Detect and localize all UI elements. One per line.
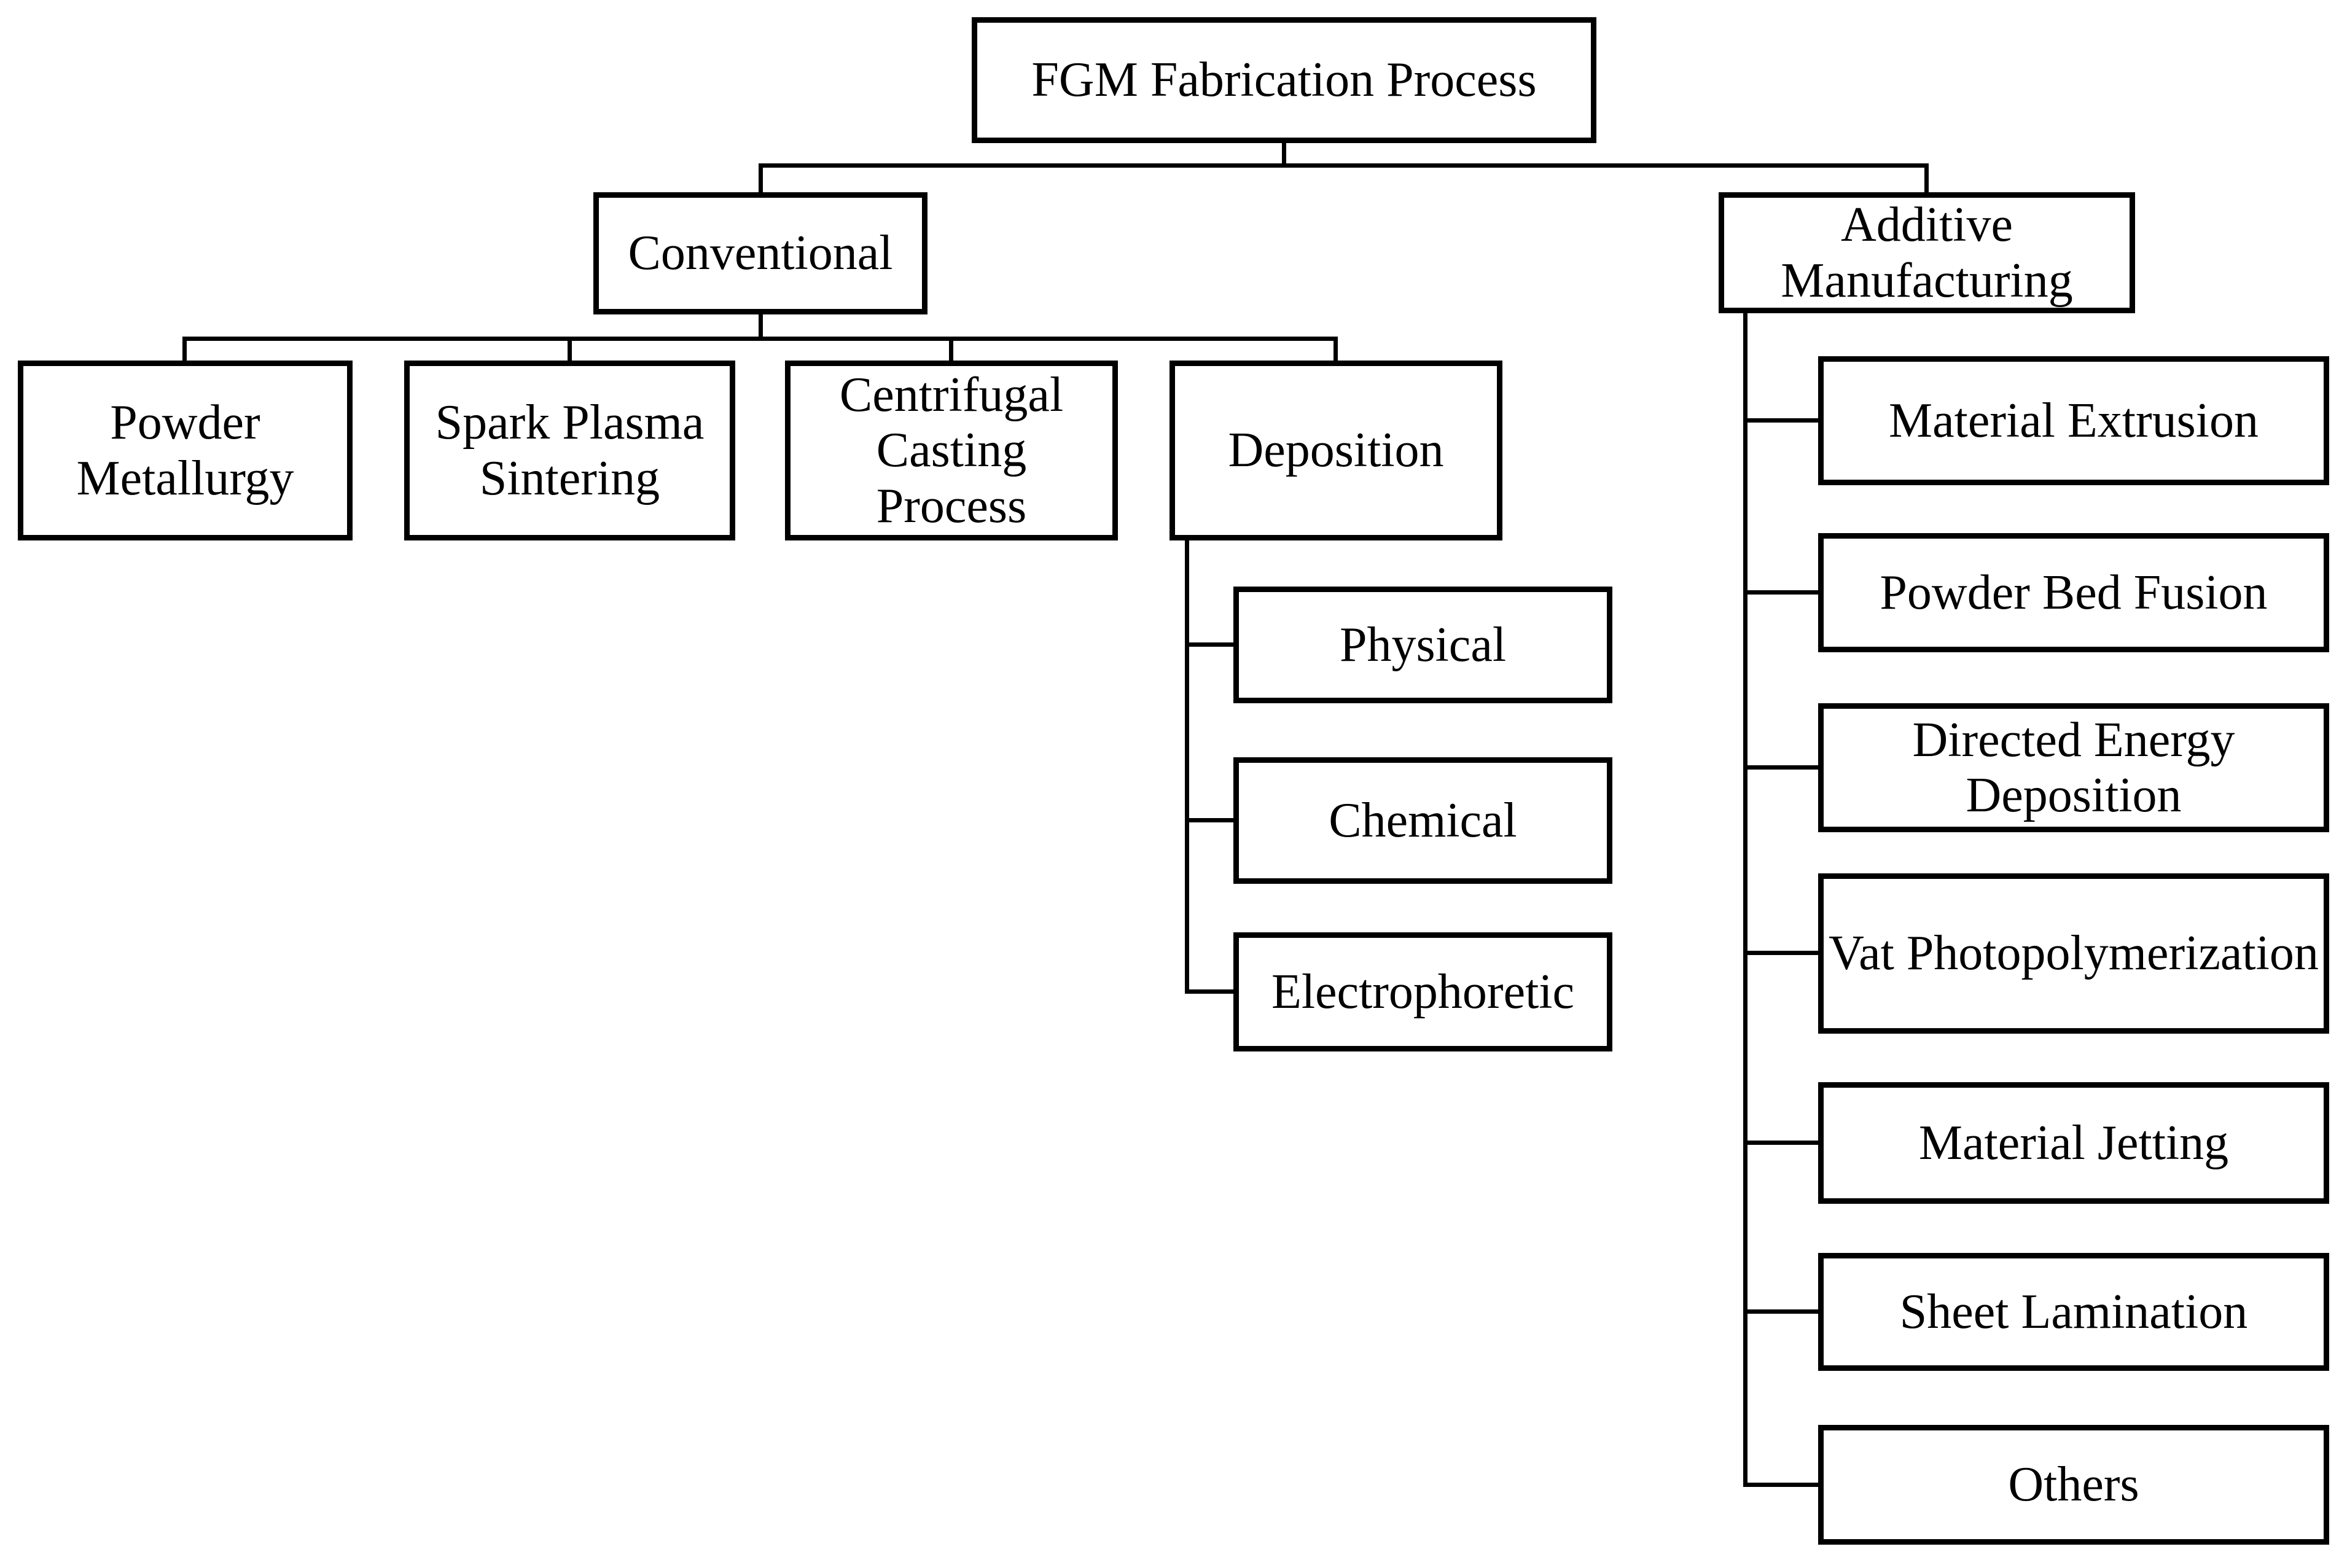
- node-others-label: Others: [2008, 1457, 2139, 1512]
- connector-riser-spark-plasma-sintering: [568, 337, 572, 361]
- node-chemical: Chemical: [1233, 757, 1612, 884]
- node-electrophoretic-label: Electrophoretic: [1271, 964, 1575, 1019]
- node-material-extrusion-label: Material Extrusion: [1888, 393, 2259, 448]
- node-others: Others: [1818, 1425, 2329, 1545]
- connector-stub-material-jetting: [1743, 1141, 1823, 1145]
- node-material-jetting: Material Jetting: [1818, 1082, 2329, 1204]
- node-sheet-lamination: Sheet Lamination: [1818, 1253, 2329, 1371]
- node-powder-metallurgy: Powder Metallurgy: [18, 361, 353, 540]
- node-chemical-label: Chemical: [1329, 793, 1517, 848]
- connector-stub-physical: [1185, 642, 1238, 647]
- connector-root-stem: [1282, 143, 1286, 168]
- node-additive-manufacturing-label: Additive Manufacturing: [1781, 198, 2073, 308]
- node-sheet-lamination-label: Sheet Lamination: [1899, 1284, 2248, 1339]
- connector-conventional-bus: [182, 337, 1338, 341]
- connector-additive-trunk: [1743, 313, 1747, 1487]
- node-vat-photopolymerization-label: Vat Photopolymerization: [1829, 926, 2319, 981]
- node-centrifugal-casting-process-label: Centrifugal Casting Process: [839, 367, 1064, 533]
- node-physical-label: Physical: [1339, 617, 1507, 672]
- connector-stub-chemical: [1185, 818, 1238, 822]
- node-centrifugal-casting-process: Centrifugal Casting Process: [785, 361, 1118, 540]
- node-directed-energy-deposition-label: Directed Energy Deposition: [1912, 712, 2235, 822]
- connector-stub-vat-photopolymerization: [1743, 951, 1823, 955]
- connector-riser-conventional: [759, 163, 763, 192]
- node-material-jetting-label: Material Jetting: [1918, 1115, 2229, 1170]
- node-deposition-label: Deposition: [1228, 423, 1444, 478]
- node-spark-plasma-sintering-label: Spark Plasma Sintering: [435, 396, 705, 505]
- connector-stub-electrophoretic: [1185, 989, 1238, 994]
- node-directed-energy-deposition: Directed Energy Deposition: [1818, 703, 2329, 832]
- connector-riser-centrifugal-casting-process: [949, 337, 953, 361]
- node-powder-bed-fusion-label: Powder Bed Fusion: [1880, 565, 2268, 620]
- connector-level1-bus: [759, 163, 1929, 168]
- node-additive-manufacturing: Additive Manufacturing: [1719, 192, 2135, 313]
- connector-stub-sheet-lamination: [1743, 1309, 1823, 1314]
- connector-stub-directed-energy-deposition: [1743, 765, 1823, 770]
- node-conventional: Conventional: [593, 192, 927, 314]
- node-material-extrusion: Material Extrusion: [1818, 356, 2329, 485]
- connector-riser-deposition: [1334, 337, 1338, 361]
- node-spark-plasma-sintering: Spark Plasma Sintering: [404, 361, 735, 540]
- node-electrophoretic: Electrophoretic: [1233, 932, 1612, 1051]
- connector-stub-powder-bed-fusion: [1743, 590, 1823, 595]
- connector-conventional-stem: [759, 314, 763, 341]
- node-conventional-label: Conventional: [628, 226, 893, 281]
- connector-stub-others: [1743, 1483, 1823, 1487]
- connector-deposition-trunk: [1185, 540, 1189, 994]
- connector-riser-additive-manufacturing: [1924, 163, 1929, 192]
- node-physical: Physical: [1233, 587, 1612, 703]
- node-powder-metallurgy-label: Powder Metallurgy: [76, 396, 294, 505]
- connector-riser-powder-metallurgy: [182, 337, 187, 361]
- node-fgm-fabrication-process-label: FGM Fabrication Process: [1031, 53, 1537, 107]
- node-fgm-fabrication-process: FGM Fabrication Process: [972, 17, 1596, 143]
- node-vat-photopolymerization: Vat Photopolymerization: [1818, 873, 2329, 1034]
- node-powder-bed-fusion: Powder Bed Fusion: [1818, 533, 2329, 652]
- connector-stub-material-extrusion: [1743, 418, 1823, 423]
- node-deposition: Deposition: [1170, 361, 1502, 540]
